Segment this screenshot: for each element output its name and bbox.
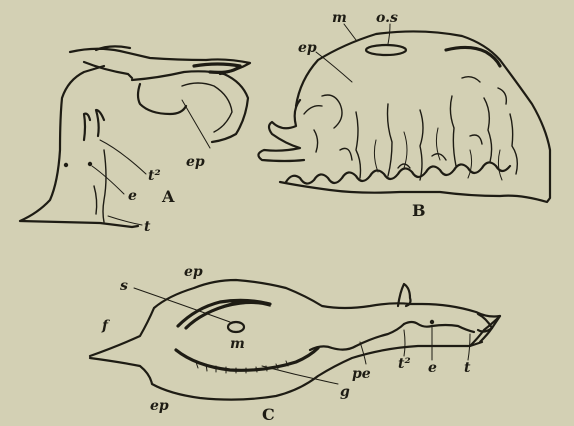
figure-b-label-m: m	[332, 10, 347, 26]
figure-b-leader-m	[344, 24, 356, 40]
figure-c-leader-pe	[360, 342, 366, 364]
figure-c-head	[404, 322, 474, 332]
figure-c-label-ep-top: ep	[184, 264, 203, 280]
figure-a-leader-t2	[100, 140, 146, 174]
figure-b-label-os: o.s	[376, 10, 398, 26]
figure-c-label-pe: pe	[352, 366, 371, 382]
figure-a-tentacle-right	[96, 110, 104, 136]
figure-a-label-t: t	[144, 219, 151, 235]
figure-c-label-ep-bottom: ep	[150, 398, 169, 414]
figure-c-label-e: e	[428, 360, 437, 376]
figure-b-label-ep: ep	[298, 40, 317, 56]
figure-b-veins	[374, 128, 502, 180]
figure-a-letter: A	[161, 187, 175, 206]
figure-b-leader-os	[388, 24, 390, 44]
figure-a-lower-body	[94, 150, 106, 222]
figure-a-leader-e	[92, 166, 124, 194]
figure-a-label-t2: t²	[148, 168, 161, 184]
figure-a-label-ep: ep	[186, 154, 205, 170]
figure-c-label-s: s	[120, 278, 128, 294]
figure-b-head	[258, 100, 304, 161]
figure-b-shell-opening	[366, 45, 406, 55]
figure-a-tentacle-left	[84, 114, 90, 140]
figure-b-shell-ridge	[446, 47, 500, 66]
figure-c-leader-g	[262, 366, 338, 384]
figure-a-eye-left	[64, 163, 68, 167]
figure-c-leader-t2	[404, 330, 405, 356]
figure-b-leader-ep	[316, 52, 352, 82]
figure-c-outline-lower	[90, 342, 482, 400]
figure-c-label-t2: t²	[398, 356, 411, 372]
figure-a-inner-fold	[182, 83, 232, 132]
figure-c-eye	[430, 320, 434, 324]
figure-c-label-t: t	[464, 360, 471, 376]
figure-b-letter: B	[412, 201, 426, 220]
figure-c-penis	[310, 324, 404, 350]
figure-b-folds	[340, 77, 517, 180]
figure-b-head-fold	[322, 95, 342, 128]
figure-c-mouth	[228, 322, 244, 332]
figure-a-foot-outline	[20, 66, 138, 227]
figure-a-leader-ep	[182, 100, 210, 148]
figure-c-outline-upper	[90, 280, 500, 356]
figure-a: ep t² e t A	[20, 46, 250, 235]
figure-c-label-f: f	[101, 318, 111, 334]
figure-c-shell-arc-inner	[188, 303, 270, 326]
figure-b-foot-edge	[286, 162, 510, 183]
figure-c-label-m: m	[230, 336, 245, 352]
figure-a-label-e: e	[128, 188, 137, 204]
figure-a-eye-right	[88, 162, 92, 166]
figure-b-tentacle	[304, 106, 322, 152]
figure-c-letter: C	[262, 405, 275, 424]
figure-c-label-g: g	[340, 384, 350, 400]
figure-c: ep s f m pe t² e t g ep C	[90, 264, 500, 424]
figure-b: m o.s ep B	[258, 10, 550, 220]
